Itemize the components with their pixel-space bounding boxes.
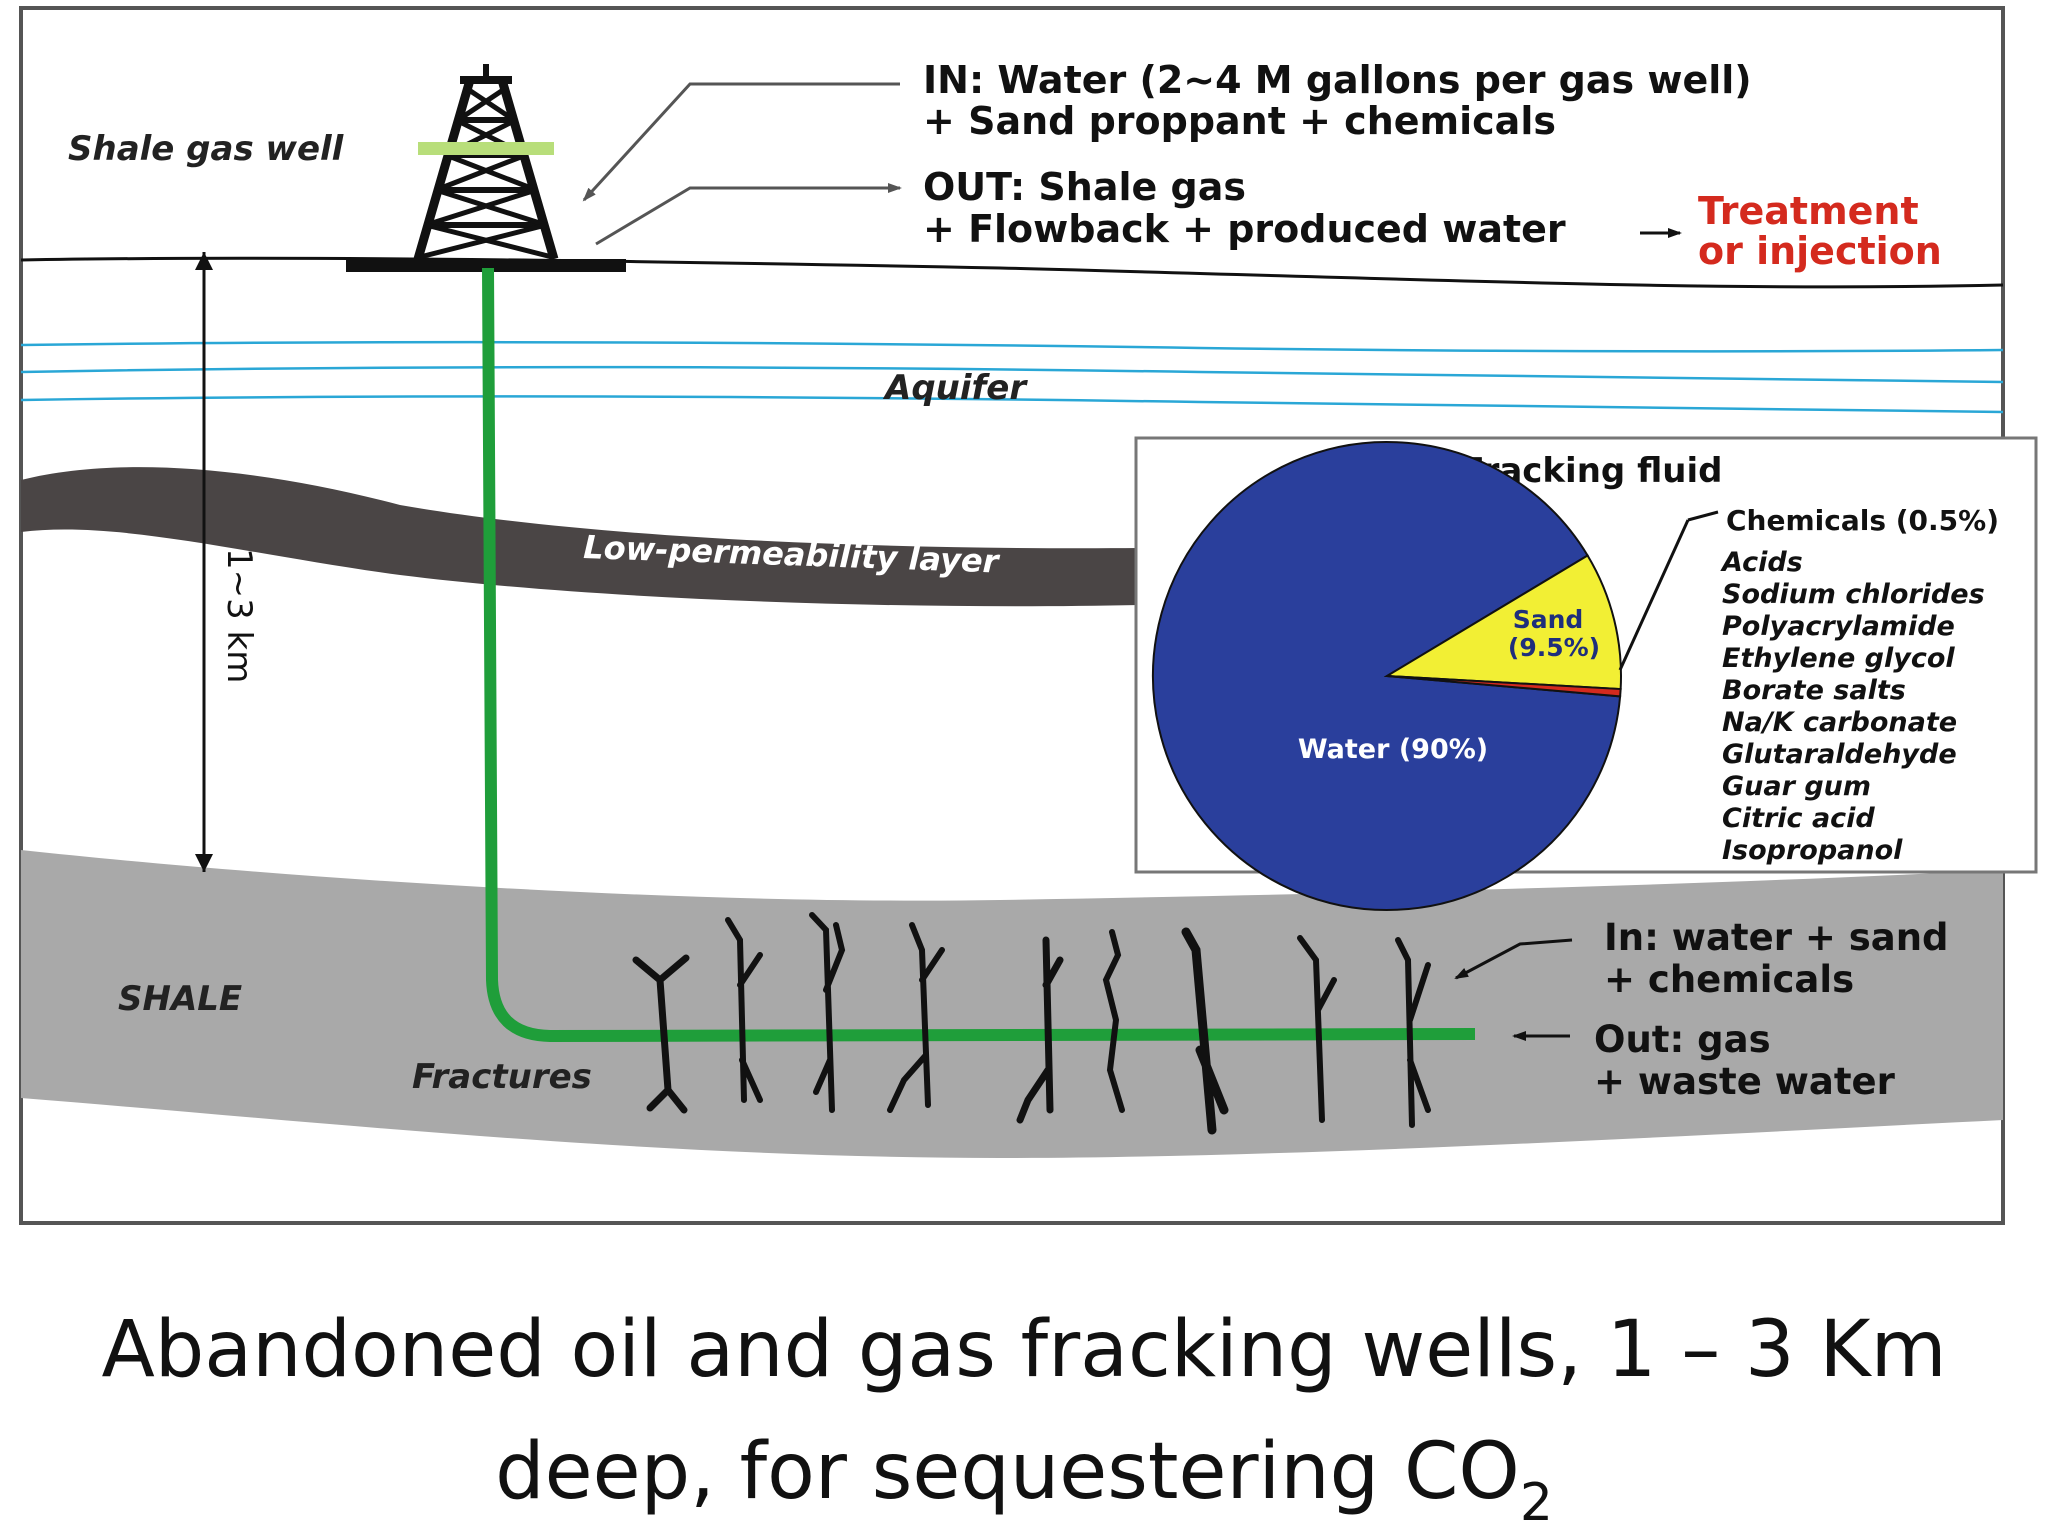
in-bottom-line2: + chemicals	[1604, 958, 1854, 1001]
aquifer-label: Aquifer	[882, 368, 1028, 408]
out-bottom-line2: + waste water	[1594, 1060, 1896, 1103]
chemical-item: Acids	[1720, 547, 1803, 578]
in-top-line1: IN: Water (2~4 M gallons per gas well)	[923, 58, 1752, 102]
pie-slice-sand	[1383, 554, 1623, 691]
pie-slice-chemicals	[1386, 675, 1622, 698]
in-arrow	[582, 82, 900, 202]
well-pipe	[482, 267, 1476, 1042]
chemicals-leader-line	[1618, 519, 1690, 671]
treatment-line2: or injection	[1698, 229, 1942, 273]
out-top-line1: OUT: Shale gas	[923, 165, 1246, 209]
chemical-item: Citric acid	[1722, 803, 1875, 834]
fractures-label: Fractures	[412, 1057, 592, 1097]
derrick-highlight-bar	[418, 142, 554, 155]
shale-label: SHALE	[118, 979, 242, 1019]
ground-surface-line	[20, 256, 2004, 289]
caption-line2: deep, for sequestering CO2	[495, 1427, 1553, 1533]
pie-label-sand-value: (9.5%)	[1508, 633, 1600, 662]
chemical-item: Sodium chlorides	[1722, 579, 1985, 610]
fracking-fluid-pie	[1152, 440, 1623, 911]
treatment-line1: Treatment	[1698, 189, 1919, 233]
pie-label-water: Water (90%)	[1298, 734, 1488, 765]
in-bottom-arrow	[1454, 938, 1573, 980]
aquifer-line-top	[20, 340, 2004, 353]
shale-layer	[21, 850, 2003, 1158]
well-label: Shale gas well	[68, 129, 345, 169]
in-top-line2: + Sand proppant + chemicals	[923, 99, 1556, 143]
chemical-item: Glutaraldehyde	[1722, 739, 1957, 770]
chemical-item: Guar gum	[1722, 771, 1871, 802]
caption-line1: Abandoned oil and gas fracking wells, 1 …	[101, 1305, 1946, 1395]
chemical-item: Na/K carbonate	[1722, 707, 1957, 738]
caption-line2-subscript: 2	[1520, 1473, 1553, 1533]
out-bottom-line1: Out: gas	[1594, 1018, 1771, 1061]
in-bottom-line1: In: water + sand	[1604, 916, 1949, 959]
chemicals-header: Chemicals (0.5%)	[1726, 504, 1999, 537]
chemical-item: Isopropanol	[1722, 835, 1903, 866]
chemical-item: Ethylene glycol	[1722, 643, 1955, 674]
chemicals-leader-tick	[1687, 510, 1719, 522]
chemical-item: Polyacrylamide	[1722, 611, 1955, 642]
out-top-line2: + Flowback + produced water	[923, 207, 1566, 251]
out-arrow	[595, 183, 902, 246]
chemical-item: Borate salts	[1722, 675, 1906, 706]
depth-label: 1~3 km	[219, 548, 259, 683]
caption-line2-main: deep, for sequestering CO	[495, 1427, 1520, 1517]
fracture-network	[632, 912, 1431, 1135]
fracking-fluid-inset: Fracking fluid Water (90%) Sand (9.5%) C…	[1134, 436, 2038, 911]
aquifer-line-middle	[20, 365, 2004, 384]
low-permeability-layer	[21, 467, 1140, 607]
pie-label-sand-name: Sand	[1513, 605, 1584, 634]
